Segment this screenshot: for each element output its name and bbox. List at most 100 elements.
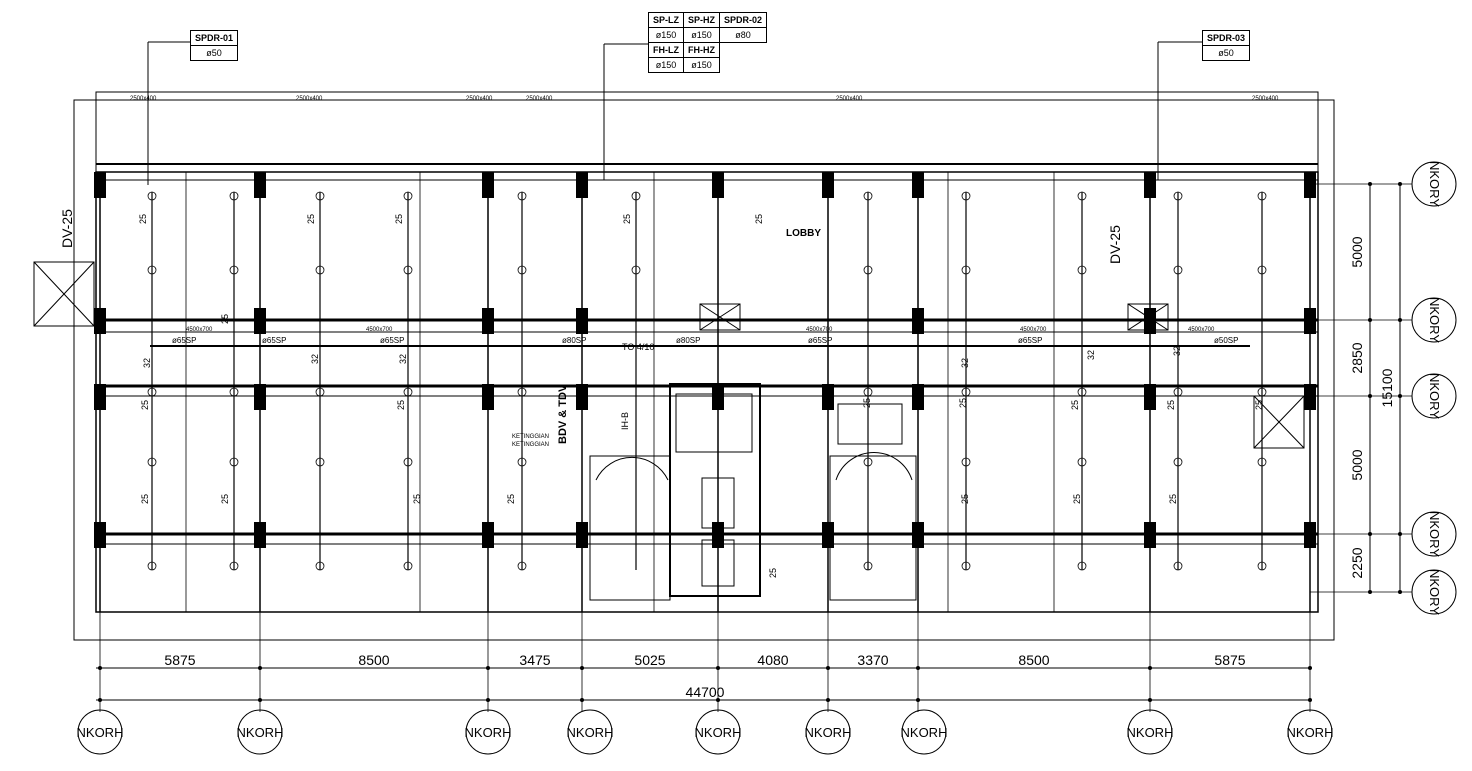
structural-column (822, 172, 834, 198)
grid-bubble-label: NKORH (237, 725, 284, 740)
beam-label: 2500x400 (836, 96, 863, 102)
dv-label-right: DV-25 (1107, 225, 1123, 264)
grid-bubble (77, 709, 123, 755)
grid-bubble-label: NKORH (465, 725, 512, 740)
pipe-size-label: 25 (220, 494, 230, 504)
structural-column (822, 384, 834, 410)
structural-column (482, 172, 494, 198)
structural-column (94, 522, 106, 548)
table-cell: SPDR-01 (189, 30, 239, 46)
table-cell: ø150 (648, 27, 684, 43)
grid-bubble (901, 709, 947, 755)
pipe-size-label: 32 (1086, 350, 1096, 360)
structural-column (1144, 308, 1156, 334)
corridor-pipe-label: ø65SP (1018, 336, 1042, 345)
core-stair-right (829, 455, 917, 601)
pipe-size-label: 32 (960, 358, 970, 368)
structural-column (482, 384, 494, 410)
structural-column (912, 384, 924, 410)
pipe-size-label: 25 (394, 214, 404, 224)
pipe-size-label: 25 (138, 214, 148, 224)
pipe-size-label: 25 (862, 398, 872, 408)
grid-bubble-label: NKORH (567, 725, 614, 740)
beam-label: 2500x400 (130, 96, 157, 102)
structural-column (712, 172, 724, 198)
core-lift-shaft (669, 383, 761, 597)
table-cell: ø150 (683, 27, 720, 43)
structural-column (1144, 522, 1156, 548)
corridor-pipe-label: ø65SP (380, 336, 404, 345)
lobby-label: LOBBY (786, 228, 821, 239)
table-cell: ø50 (189, 45, 239, 61)
structural-column (576, 522, 588, 548)
corridor-pipe-label: ø65SP (172, 336, 196, 345)
table-cell: FH-HZ (683, 42, 720, 58)
table-cell: SPDR-03 (1201, 30, 1251, 46)
horizontal-dimension-label: 5875 (164, 652, 195, 668)
pipe-note-label: TO 4/10 (622, 342, 654, 352)
structural-column (94, 172, 106, 198)
grid-bubble (1287, 709, 1333, 755)
pipe-size-label: 25 (1168, 494, 1178, 504)
pipe-size-label: 25 (958, 398, 968, 408)
pipe-size-label: 25 (220, 314, 230, 324)
structural-column (712, 522, 724, 548)
pipe-size-label: 32 (142, 358, 152, 368)
pipe-size-label: 25 (1072, 494, 1082, 504)
beam-label: 4500x700 (186, 327, 213, 333)
structural-column (576, 384, 588, 410)
pipe-size-label: 25 (140, 400, 150, 410)
table-cell: SP-HZ (683, 12, 720, 28)
beam-label: 2500x400 (466, 96, 493, 102)
corridor-pipe-label: ø65SP (808, 336, 832, 345)
schedule-table-main: SP-LZ SP-HZ SPDR-02 ø150 ø150 ø80 FH-LZ … (648, 12, 768, 73)
grid-bubble-label: NKORH (901, 725, 948, 740)
structural-column (254, 172, 266, 198)
ketinggian-label: KETINGGIAN (512, 434, 549, 440)
horizontal-dimension-label: 3475 (519, 652, 550, 668)
beam-label: 2500x400 (296, 96, 323, 102)
vertical-dimension-label: 5000 (1349, 449, 1365, 480)
vertical-dimension-label: 2850 (1349, 342, 1365, 373)
structural-column (1144, 384, 1156, 410)
grid-bubble (1411, 373, 1457, 419)
grid-bubble (567, 709, 613, 755)
structural-column (912, 308, 924, 334)
structural-column (482, 308, 494, 334)
grid-bubble (805, 709, 851, 755)
structural-column (712, 384, 724, 410)
ih-label: IH-B (620, 412, 630, 430)
grid-bubble-label: NKORH (695, 725, 742, 740)
structural-column (482, 522, 494, 548)
pipe-size-label: 25 (306, 214, 316, 224)
grid-bubble-label: NKORY (1427, 511, 1442, 557)
table-cell: SPDR-02 (718, 12, 768, 28)
pipe-size-label: 25 (1166, 400, 1176, 410)
structural-column (254, 384, 266, 410)
grid-bubble-label: NKORY (1427, 373, 1442, 419)
horizontal-dimension-label: 5875 (1214, 652, 1245, 668)
beam-label: 2500x400 (526, 96, 553, 102)
grid-bubble (1411, 511, 1457, 557)
pipe-size-label: 25 (768, 568, 778, 578)
grid-bubble-label: NKORY (1427, 161, 1442, 207)
pipe-size-label: 25 (1070, 400, 1080, 410)
vertical-total-label: 15100 (1379, 368, 1395, 407)
horizontal-dimension-label: 8500 (1018, 652, 1049, 668)
core-stair-left (589, 455, 671, 601)
table-cell: FH-LZ (648, 42, 684, 58)
structural-column (254, 308, 266, 334)
grid-bubble (1411, 297, 1457, 343)
grid-bubble (237, 709, 283, 755)
structural-column (576, 172, 588, 198)
structural-column (822, 522, 834, 548)
table-cell: ø80 (718, 27, 768, 43)
horizontal-dimension-label: 3370 (857, 652, 888, 668)
beam-label: 4500x700 (806, 327, 833, 333)
grid-bubble (465, 709, 511, 755)
table-cell: ø150 (648, 57, 684, 73)
beam-label: 4500x700 (1020, 327, 1047, 333)
corridor-pipe-label: ø50SP (1214, 336, 1238, 345)
structural-column (912, 172, 924, 198)
bdv-label: BDV & TDV (557, 384, 569, 444)
